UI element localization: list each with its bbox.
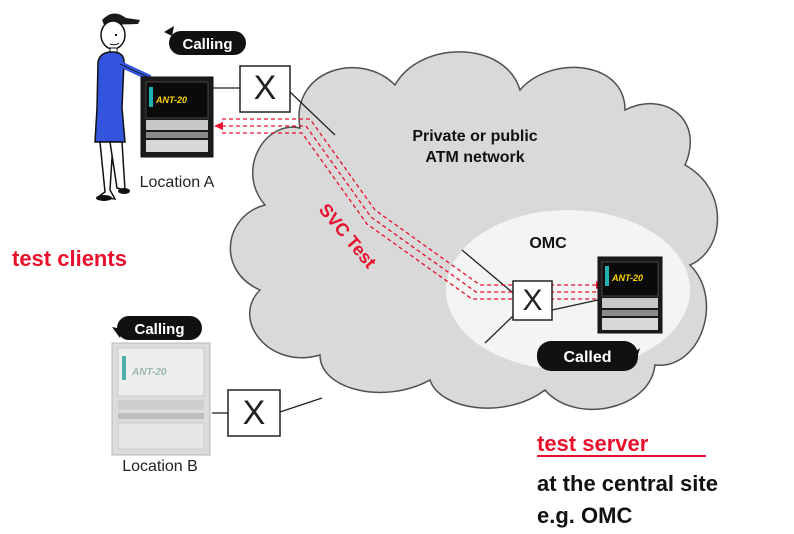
calling-b-label: Calling xyxy=(134,321,184,338)
device-omc-label: ANT-20 xyxy=(611,273,643,283)
switch-b: X xyxy=(227,389,281,437)
test-server-label: test server xyxy=(537,431,649,456)
calling-callout-b: Calling xyxy=(112,316,202,340)
connection-lines xyxy=(212,87,599,414)
called-label: Called xyxy=(563,349,611,366)
server-note-line1: at the central site xyxy=(537,471,718,496)
location-b-label: Location B xyxy=(122,458,198,475)
svc-arrow-left xyxy=(214,122,223,130)
calling-callout-a: Calling xyxy=(164,26,246,55)
switch-a: X xyxy=(239,65,291,113)
network-label-line1: Private or public xyxy=(412,128,537,145)
switch-omc-symbol: X xyxy=(522,284,542,317)
calling-a-label: Calling xyxy=(182,36,232,53)
omc-label: OMC xyxy=(529,235,567,252)
device-a-label: ANT-20 xyxy=(155,95,187,105)
ant20-device-b: ANT-20 xyxy=(111,342,211,456)
ant20-device-omc: ANT-20 xyxy=(597,256,663,334)
network-label-line2: ATM network xyxy=(425,149,524,166)
ant20-device-a: ANT-20 xyxy=(140,76,214,158)
server-note-line2: e.g. OMC xyxy=(537,503,632,528)
switch-b-symbol: X xyxy=(243,394,266,432)
device-b-label: ANT-20 xyxy=(131,367,167,378)
test-clients-label: test clients xyxy=(12,246,127,271)
switch-omc: X xyxy=(512,280,553,321)
person-figure xyxy=(94,13,152,201)
location-a-label: Location A xyxy=(140,174,215,191)
called-callout: Called xyxy=(537,341,640,371)
switch-a-symbol: X xyxy=(254,69,277,107)
